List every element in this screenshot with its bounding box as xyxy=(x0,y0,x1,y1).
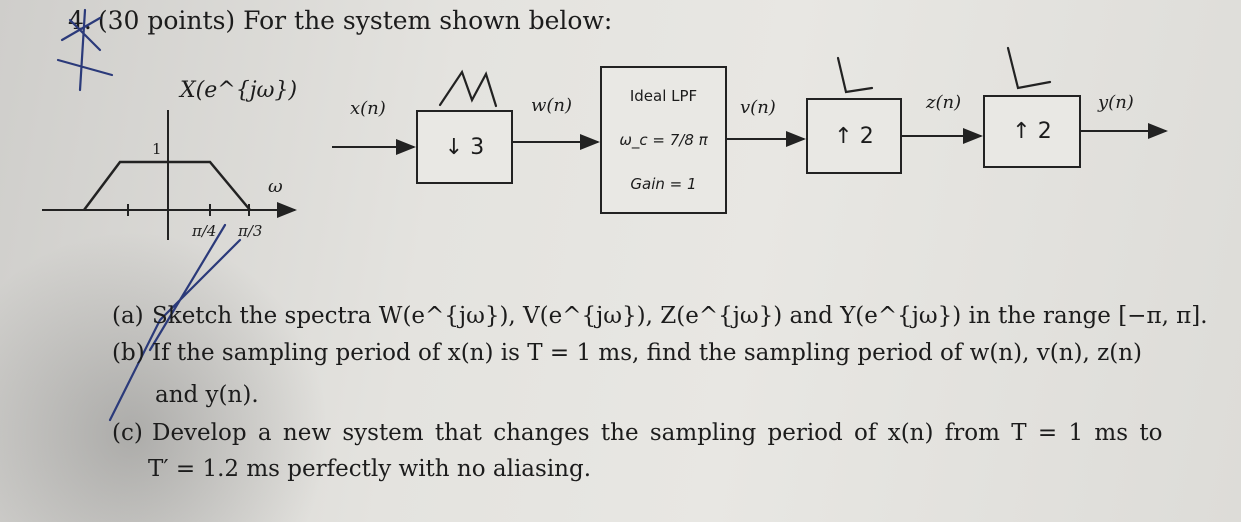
downsample-block: ↓ 3 xyxy=(416,110,513,184)
omega-axis-label: ω xyxy=(268,176,283,197)
question-c-text: Develop a new system that changes the sa… xyxy=(152,420,1163,446)
question-a: (a) Sketch the spectra W(e^{jω}), V(e^{jω… xyxy=(112,303,1208,329)
upsample-2-label: ↑ 2 xyxy=(1012,119,1052,144)
hand-shadow xyxy=(0,230,330,522)
handwritten-marks xyxy=(56,8,1052,422)
question-c: (c) Develop a new system that changes the… xyxy=(112,420,1162,446)
checkmark-scribble-down xyxy=(438,69,498,108)
lpf-block: Ideal LPF ω_c = 7/8 π Gain = 1 xyxy=(600,66,727,214)
question-c-continuation: T′ = 1.2 ms perfectly with no aliasing. xyxy=(148,456,592,482)
question-b-continuation: and y(n). xyxy=(155,382,259,408)
signal-y-label: y(n) xyxy=(1098,92,1134,113)
question-a-label: (a) xyxy=(112,303,144,329)
spectrum-title: X(e^{jω}) xyxy=(180,78,298,103)
upsample-1-label: ↑ 2 xyxy=(834,123,874,149)
signal-v-label: v(n) xyxy=(740,97,776,118)
spectrum-trapezoid xyxy=(83,160,251,211)
problem-title: 4.(30 points) For the system shown below… xyxy=(68,6,613,35)
question-c-label: (c) xyxy=(112,420,143,446)
question-a-text: Sketch the spectra W(e^{jω}), V(e^{jω}),… xyxy=(152,303,1208,329)
lpf-gain: Gain = 1 xyxy=(630,175,697,193)
question-b-label: (b) xyxy=(112,340,145,366)
signal-x-label: x(n) xyxy=(350,98,386,119)
signal-z-label: z(n) xyxy=(926,92,962,113)
upsample-block-1: ↑ 2 xyxy=(806,98,902,174)
checkmark-scribble-up2 xyxy=(1006,46,1052,90)
lpf-title: Ideal LPF xyxy=(629,87,698,105)
checkmark-scribble-up1 xyxy=(836,56,874,94)
pen-stroke-left xyxy=(108,223,242,422)
question-b-text: If the sampling period of x(n) is T = 1 … xyxy=(152,340,1142,366)
question-b: (b) If the sampling period of x(n) is T =… xyxy=(112,340,1142,366)
downsample-label: ↓ 3 xyxy=(444,134,485,160)
spectrum-y-tick: 1 xyxy=(152,140,162,158)
tick-label-pi-over-3: π/3 xyxy=(238,222,263,240)
signal-w-label: w(n) xyxy=(531,95,573,116)
star-scribble xyxy=(56,8,114,92)
lpf-cutoff: ω_c = 7/8 π xyxy=(619,131,708,149)
tick-label-pi-over-4: π/4 xyxy=(192,222,217,240)
upsample-block-2: ↑ 2 xyxy=(983,95,1081,168)
